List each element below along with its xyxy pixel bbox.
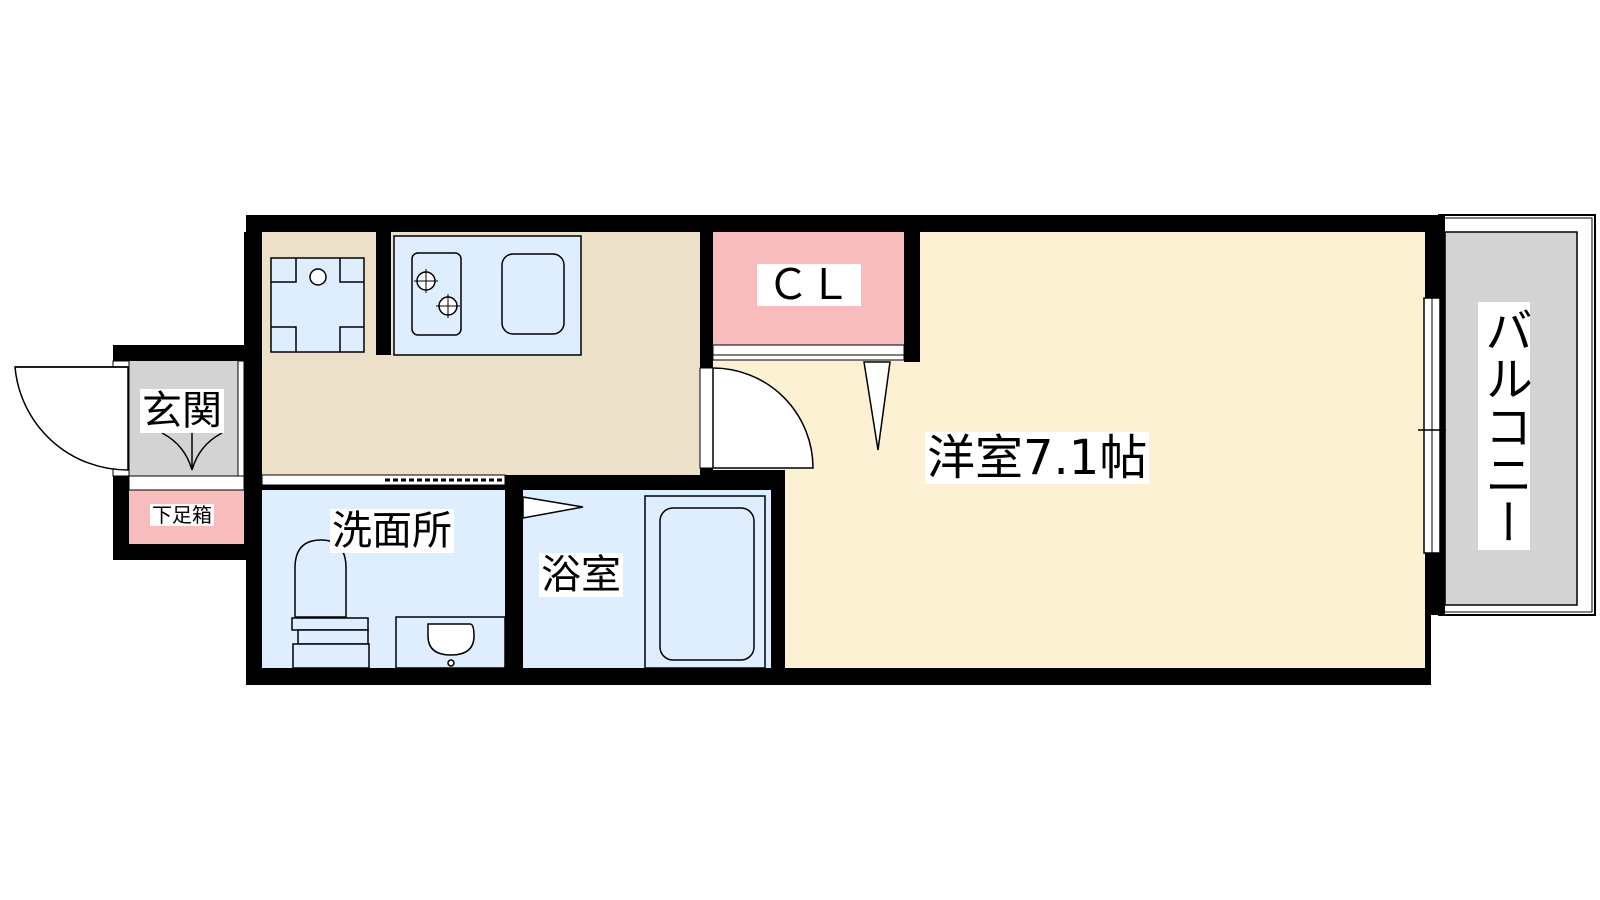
balcony-window — [1418, 297, 1446, 554]
entrance-label: 玄関 — [140, 388, 224, 434]
step-marker — [161, 432, 223, 471]
bath-door-indicator — [522, 496, 584, 519]
closet-opening-indicator — [863, 361, 891, 451]
bathroom-label: 浴室 — [539, 552, 623, 598]
shoe-cabinet-label: 下足箱 — [150, 503, 214, 527]
interior-walls — [244, 232, 920, 670]
closet-door-track — [712, 344, 905, 361]
entrance-door — [14, 360, 130, 477]
western-room-label: 洋室7.1帖 — [925, 430, 1150, 486]
room-door — [699, 367, 814, 469]
sliding-partition — [261, 474, 506, 486]
bathtub — [644, 495, 766, 669]
fridge-space — [270, 257, 365, 353]
entrance-step — [128, 360, 245, 491]
stove-burner-2 — [436, 294, 460, 318]
kitchen-counter — [393, 235, 582, 356]
washbasin — [395, 616, 506, 669]
kitchen-sink — [501, 253, 565, 335]
washroom-label: 洗面所 — [330, 508, 454, 554]
balcony-label: バルコニー — [1476, 302, 1532, 550]
closet-label: ＣＬ — [757, 264, 862, 306]
stove-burner-1 — [414, 269, 438, 293]
toilet — [291, 539, 370, 669]
